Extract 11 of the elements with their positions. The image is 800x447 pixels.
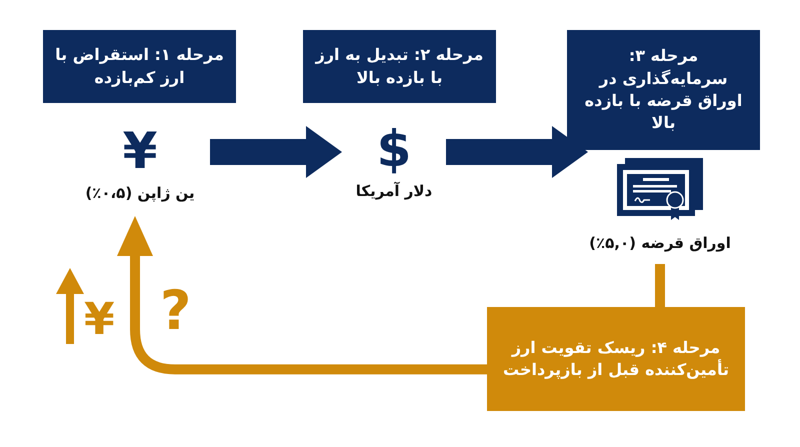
stage-box: مرحله ۳: سرمایه‌گذاری در اوراق قرضه با بازده بالا <box>567 30 760 150</box>
question-mark: ? <box>160 284 192 338</box>
stage-box: مرحله ۲: تبدیل به ارز با بازده بالا <box>303 30 496 103</box>
currency-symbol: $ <box>376 124 412 174</box>
currency-symbol: ¥ <box>122 126 158 176</box>
currency-label: ین ژاپن (۰،۵٪) <box>85 184 195 202</box>
bond-label: اوراق قرضه (۵,۰٪) <box>589 234 731 252</box>
currency-symbol: ¥ <box>84 298 115 342</box>
stage-box: مرحله ۱: استقراض با ارز کم‌بازده <box>43 30 236 103</box>
currency-label: دلار آمریکا <box>356 182 432 200</box>
risk-box: مرحله ۴: ریسک تقویت ارز تأمین‌کننده قبل از بازپرداخت <box>487 307 745 411</box>
